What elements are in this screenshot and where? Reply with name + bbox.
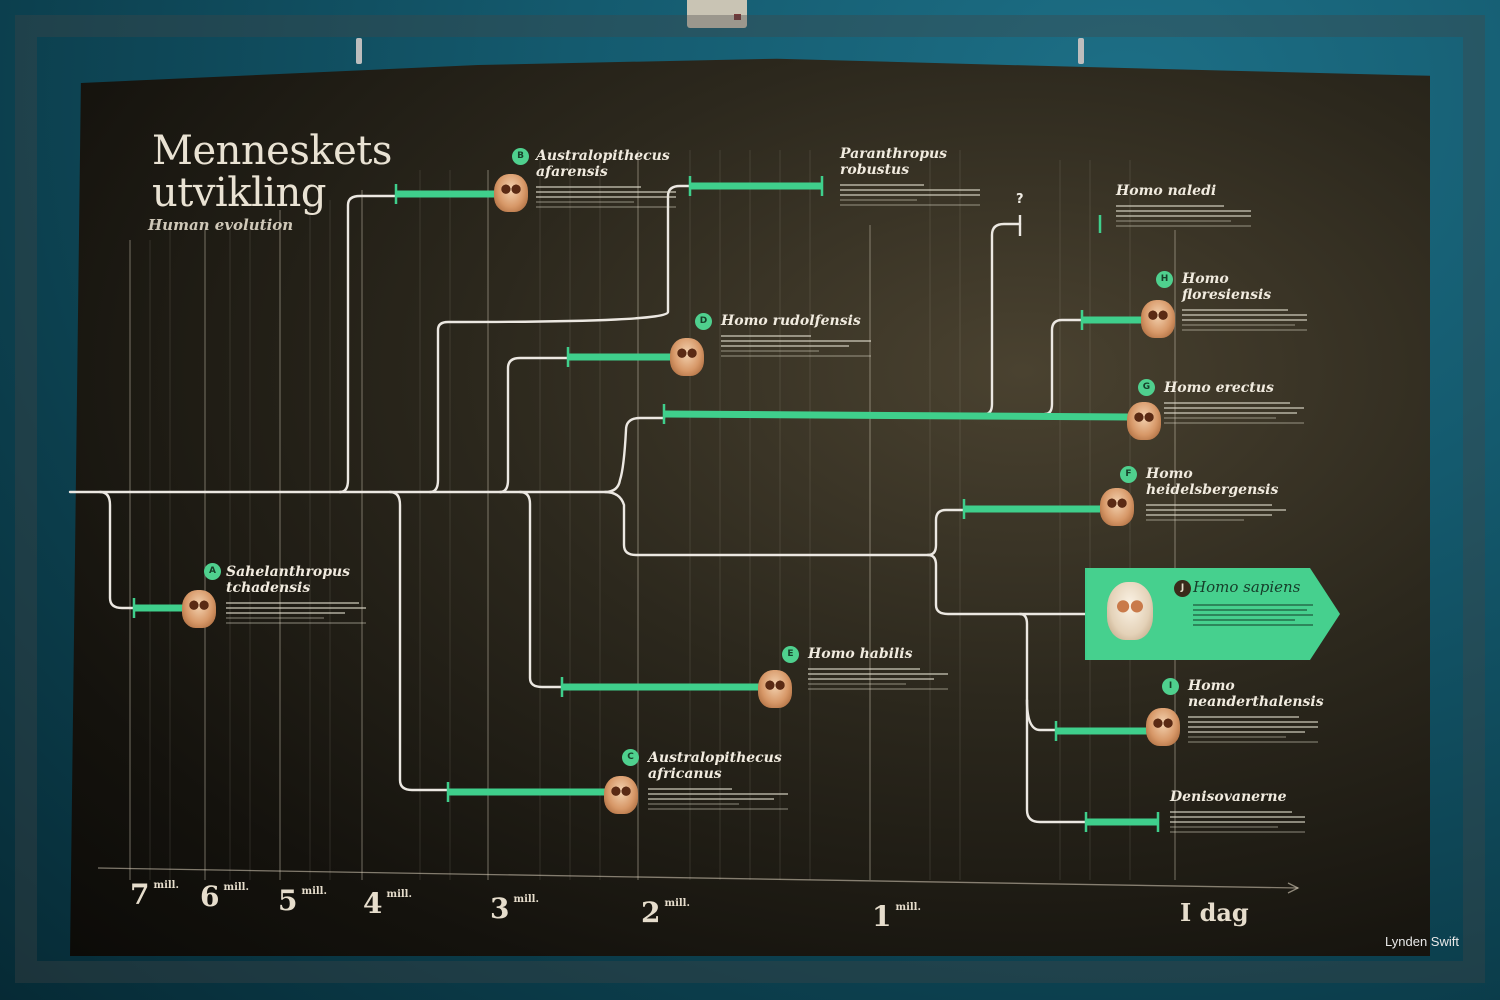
skull-icon (1100, 488, 1134, 526)
species-australopithecus-afarensis: B Australopithecus afarensis (512, 148, 676, 211)
species-badge: A (204, 563, 221, 580)
skull-icon (182, 590, 216, 628)
species-name: Australopithecus africanus (648, 750, 782, 782)
species-homo-naledi: Homo naledi (1116, 183, 1251, 230)
species-name: Homo sapiens (1193, 578, 1301, 596)
species-name: Australopithecus afarensis (536, 148, 670, 180)
axis-label-today: I dag (1180, 898, 1249, 927)
species-badge: E (782, 646, 799, 663)
species-homo-habilis: E Homo habilis (782, 646, 948, 693)
species-homo-erectus: G Homo erectus (1138, 379, 1304, 427)
evolution-poster (70, 58, 1430, 956)
species-badge: F (1120, 466, 1137, 483)
species-sahelanthropus: A Sahelanthropus tchadensis (204, 563, 366, 627)
species-name: Homo habilis (808, 646, 913, 662)
skull-icon (1146, 708, 1180, 746)
species-homo-rudolfensis: D Homo rudolfensis (695, 313, 871, 360)
species-badge: D (695, 313, 712, 330)
species-badge: G (1138, 379, 1155, 396)
species-homo-neanderthalensis: I Homo neanderthalensis (1162, 678, 1324, 746)
species-name: Homo neanderthalensis (1188, 678, 1324, 710)
species-australopithecus-africanus: C Australopithecus africanus (622, 749, 788, 813)
skull-icon (758, 670, 792, 708)
species-name: Homo erectus (1164, 380, 1274, 396)
skull-icon (604, 776, 638, 814)
unknown-ancestor-marker: ? (1016, 192, 1024, 207)
species-homo-sapiens: J Homo sapiens (1085, 568, 1340, 660)
photo-credit: Lynden Swift (1385, 934, 1459, 949)
species-homo-heidelbergensis: F Homo heidelsbergensis (1120, 466, 1286, 524)
skull-icon (670, 338, 704, 376)
species-name: Homo naledi (1116, 183, 1217, 199)
poster-title: Menneskets utvikling (152, 130, 392, 214)
species-badge: C (622, 749, 639, 766)
species-homo-floresiensis: H Homo floresiensis (1156, 271, 1307, 334)
skull-icon (494, 174, 528, 212)
skull-icon (1127, 402, 1161, 440)
ceiling-fixture (687, 0, 747, 28)
species-name: Sahelanthropus tchadensis (226, 564, 351, 596)
skull-icon (1107, 582, 1153, 640)
poster-subtitle: Human evolution (148, 216, 294, 234)
species-badge: J (1174, 580, 1191, 597)
hanging-hook-left (356, 38, 362, 64)
skull-icon (1141, 300, 1175, 338)
species-badge: B (512, 148, 529, 165)
species-badge: H (1156, 271, 1173, 288)
species-badge: I (1162, 678, 1179, 695)
title-line-1: Menneskets (152, 128, 392, 174)
species-name: Denisovanerne (1170, 789, 1287, 805)
hanging-hook-right (1078, 38, 1084, 64)
species-name: Homo floresiensis (1182, 271, 1272, 303)
species-name: Homo heidelsbergensis (1146, 466, 1279, 498)
species-denisovans: Denisovanerne (1170, 789, 1305, 836)
species-paranthropus-robustus: Paranthropus robustus (840, 146, 980, 209)
species-name: Homo rudolfensis (721, 313, 861, 329)
title-line-2: utvikling (152, 170, 326, 216)
species-name: Paranthropus robustus (840, 146, 948, 178)
